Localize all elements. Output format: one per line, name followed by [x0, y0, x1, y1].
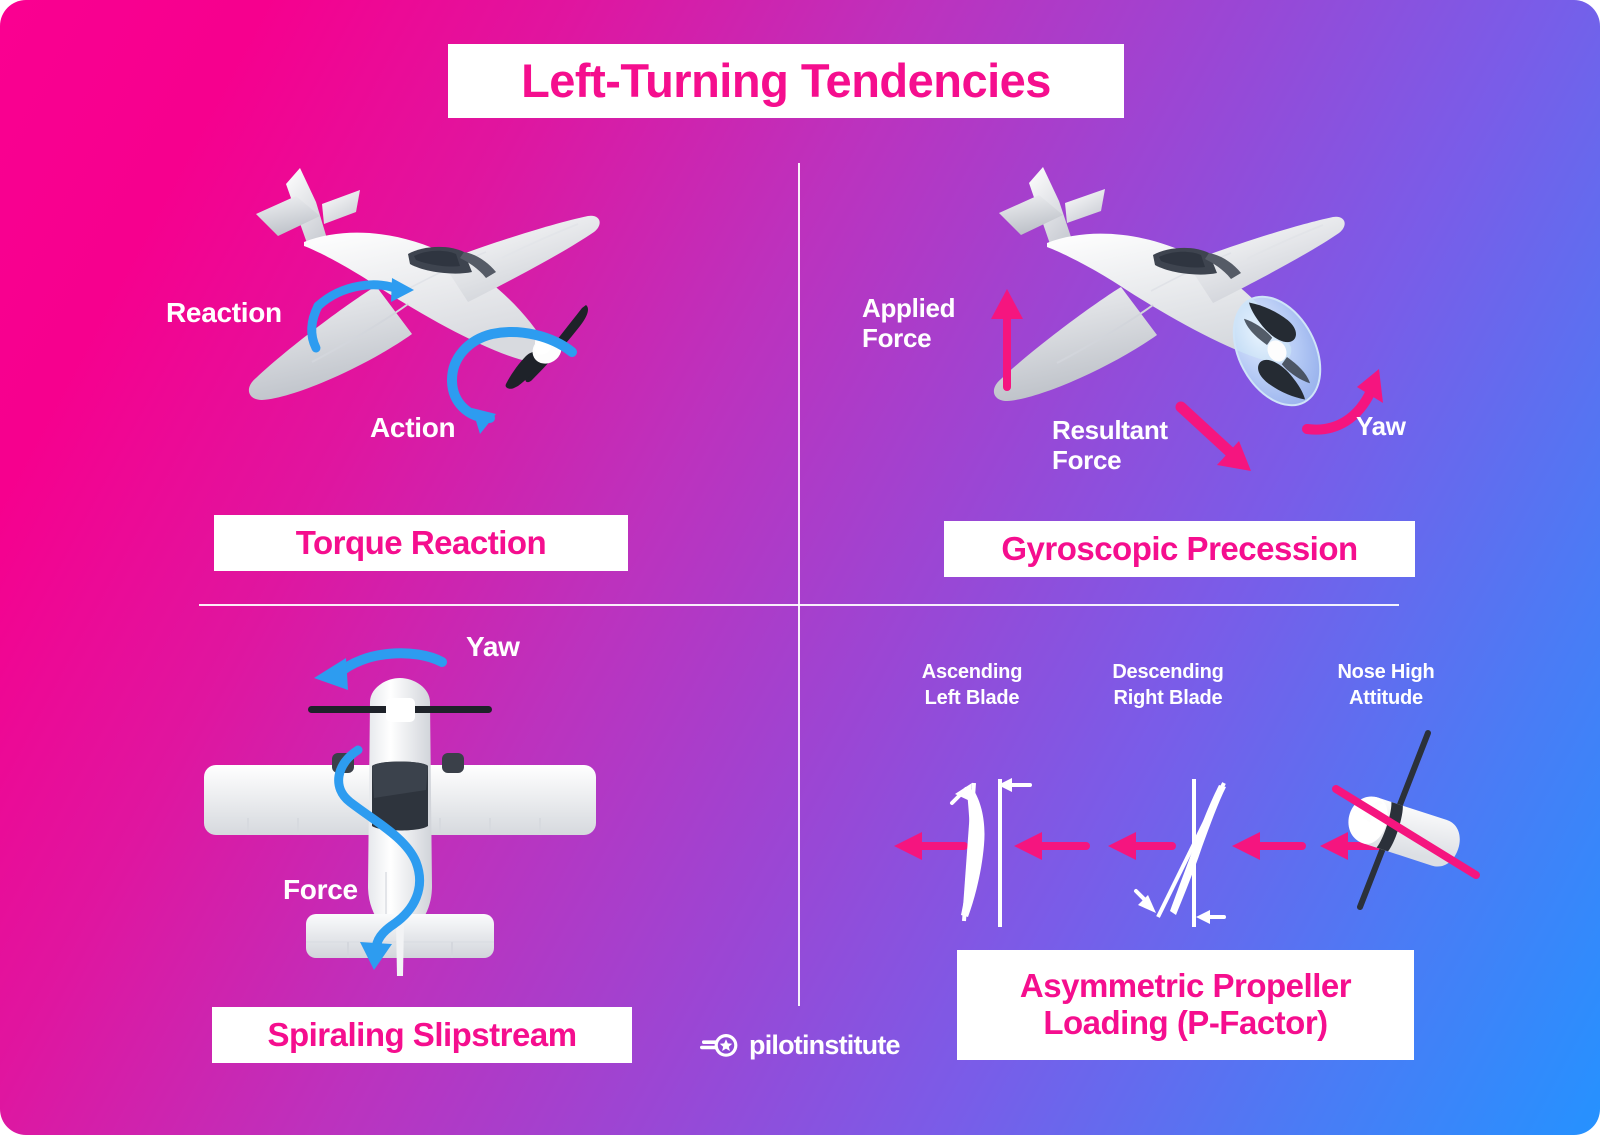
banner-spiraling-slipstream: Spiraling Slipstream	[212, 1007, 632, 1063]
vertical-divider	[798, 163, 800, 1006]
action-arrow	[446, 327, 577, 434]
label-ascending-left-blade: Ascending Left Blade	[921, 661, 1023, 710]
airplane-top-view	[204, 678, 596, 976]
descending-right-blade-diagram	[1134, 779, 1226, 927]
label-yaw-slipstream: Yaw	[466, 631, 520, 662]
resultant-force-arrow	[1175, 401, 1251, 471]
lift-vector-up-arrow	[950, 783, 972, 805]
airplane-body	[993, 167, 1345, 401]
airplane-body	[248, 168, 600, 400]
lift-vector-down-arrow	[1134, 889, 1156, 913]
label-nose-high-attitude: Nose High Attitude	[1337, 661, 1435, 710]
label-action: Action	[370, 412, 456, 443]
label-descending-right-blade: Descending Right Blade	[1112, 661, 1224, 710]
banner-gyroscopic-precession: Gyroscopic Precession	[944, 521, 1415, 577]
reaction-arrow	[307, 278, 414, 353]
relative-wind-small-arrow	[998, 778, 1032, 792]
applied-force-arrow	[991, 289, 1023, 391]
yaw-arrow	[1302, 369, 1383, 435]
force-arrowhead	[360, 942, 392, 970]
gyroscopic-precession-illustration	[991, 167, 1383, 471]
label-force: Force	[283, 874, 358, 905]
brand-logo[interactable]: pilotinstitute	[700, 1030, 901, 1061]
banner-torque-reaction: Torque Reaction	[214, 515, 628, 571]
label-applied-force: Applied Force	[862, 293, 956, 354]
nose-high-attitude-diagram	[1332, 730, 1480, 910]
label-reaction: Reaction	[166, 297, 282, 328]
ascending-left-blade-diagram	[950, 778, 1032, 927]
banner-asymmetric-propeller-loading: Asymmetric Propeller Loading (P-Factor)	[957, 950, 1414, 1060]
torque-reaction-illustration	[248, 168, 600, 434]
page-title: Left-Turning Tendencies	[448, 44, 1124, 118]
relative-wind-small-arrow	[1196, 910, 1226, 924]
propeller-disc	[1232, 295, 1322, 407]
p-factor-illustration	[894, 730, 1480, 927]
yaw-arrow	[314, 648, 447, 690]
label-yaw-gyroscopic: Yaw	[1356, 411, 1406, 441]
horizontal-divider	[199, 604, 1399, 606]
winged-star-badge-icon	[700, 1033, 738, 1057]
label-resultant-force: Resultant Force	[1052, 415, 1168, 476]
spiraling-slipstream-illustration	[204, 648, 596, 976]
logo-text: pilotinstitute	[749, 1030, 901, 1060]
